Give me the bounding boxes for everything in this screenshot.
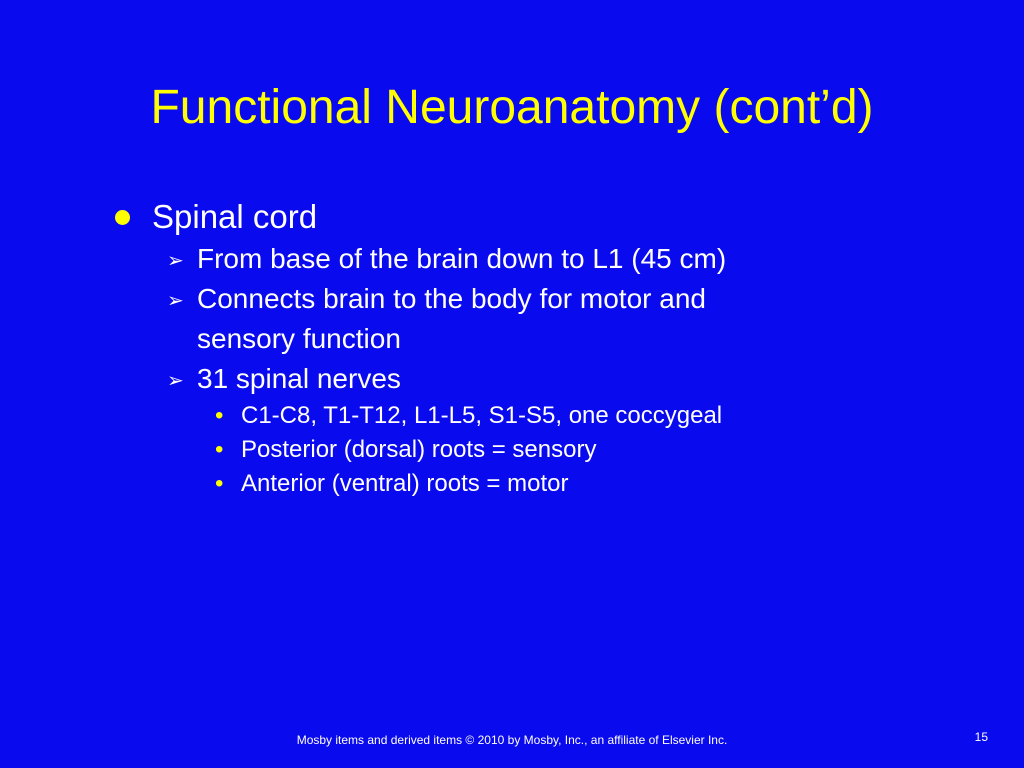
bullet-text: Spinal cord [152,198,318,235]
sub-bullet-text: 31 spinal nerves [197,363,401,394]
sub-bullet-text: From base of the brain down to L1 (45 cm… [197,243,727,274]
sub-bullet-text-line1: Connects brain to the body for motor and [197,283,706,314]
arrowhead-bullet-icon: ➢ [167,370,184,392]
sub-sub-bullet-nerve-list: • C1-C8, T1-T12, L1-L5, S1-S5, one coccy… [215,399,970,433]
sub-sub-bullet-posterior-roots: • Posterior (dorsal) roots = sensory [215,433,970,467]
sub-sub-bullet-anterior-roots: • Anterior (ventral) roots = motor [215,467,970,501]
sub-bullet-text-line2: sensory function [197,323,401,354]
bullet-list: Spinal cord ➢ From base of the brain dow… [110,195,970,501]
sub-sub-bullet-text: Posterior (dorsal) roots = sensory [241,436,597,463]
dot-bullet-icon: • [215,436,224,463]
arrowhead-bullet-icon: ➢ [167,250,184,272]
filled-circle-bullet-icon [115,210,130,225]
dot-bullet-icon: • [215,470,224,497]
sub-bullet-spinal-nerves: ➢ 31 spinal nerves [167,359,970,399]
sub-bullet-connects: ➢ Connects brain to the body for motor a… [167,279,970,359]
page-number: 15 [974,730,988,744]
dot-bullet-icon: • [215,402,224,429]
sub-sub-bullet-text: Anterior (ventral) roots = motor [241,470,569,497]
arrowhead-bullet-icon: ➢ [167,290,184,312]
bullet-spinal-cord: Spinal cord [110,195,970,239]
copyright-footer: Mosby items and derived items © 2010 by … [296,733,728,747]
sub-bullet-extent: ➢ From base of the brain down to L1 (45 … [167,239,970,279]
slide-title: Functional Neuroanatomy (cont’d) [150,81,874,134]
sub-sub-bullet-text: C1-C8, T1-T12, L1-L5, S1-S5, one coccyge… [241,402,723,429]
